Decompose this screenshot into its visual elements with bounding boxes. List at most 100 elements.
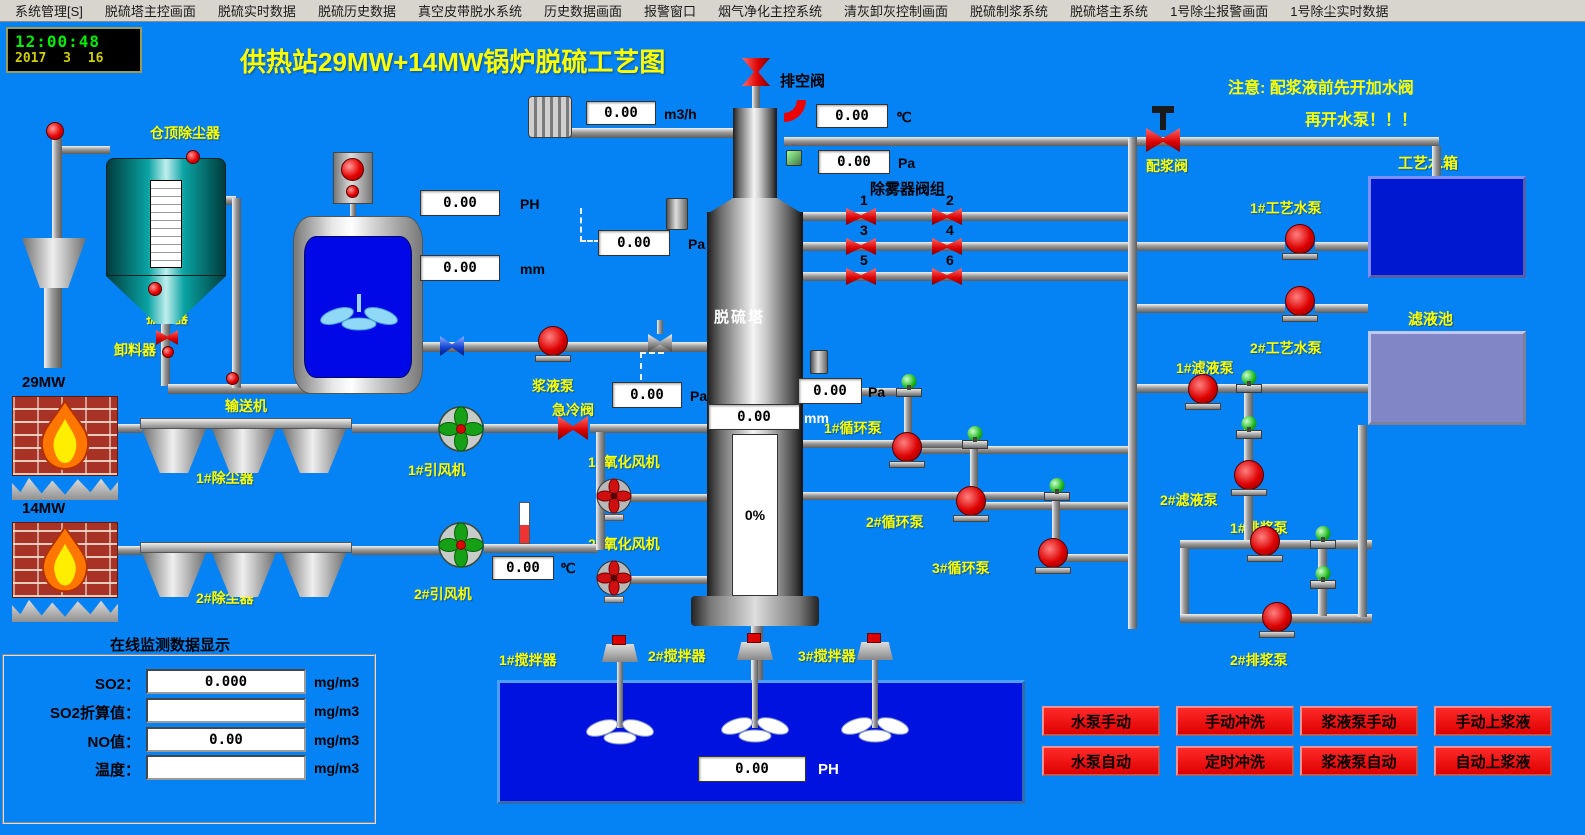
menu-history-screen[interactable]: 历史数据画面	[543, 4, 622, 19]
agitator-1-motor[interactable]	[602, 644, 638, 662]
pump-manual-button[interactable]: 水泵手动	[1042, 706, 1160, 736]
label-fan1: 1#引风机	[408, 462, 466, 478]
circ-valve-3-icon[interactable]	[1044, 492, 1070, 501]
menu-vacuum-belt[interactable]: 真空皮带脱水系统	[417, 4, 522, 19]
tower-level-mm-value[interactable]: 0.00	[708, 404, 800, 430]
monitor-row-unit: mg/m3	[314, 703, 360, 719]
monitor-so2-input[interactable]: 0.000	[146, 669, 306, 694]
pipe	[62, 146, 110, 154]
oxidation-fan-2-icon[interactable]	[596, 560, 632, 601]
slurry-pump-manual-button[interactable]: 浆液泵手动	[1300, 706, 1418, 736]
induced-fan-2-icon[interactable]	[438, 522, 484, 573]
pipe	[1180, 548, 1189, 618]
pressure-a-value[interactable]: 0.00	[598, 230, 670, 256]
label-demister-2: 2	[946, 192, 954, 208]
menu-history-data[interactable]: 脱硫历史数据	[317, 4, 396, 19]
clock-panel: 12:00:48 2017 3 16	[6, 27, 142, 73]
outlet-temp-unit: ℃	[896, 109, 912, 125]
menu-tower-system[interactable]: 脱硫塔主系统	[1070, 4, 1149, 19]
pressure-c-value[interactable]: 0.00	[798, 378, 862, 404]
label-demister-6: 6	[946, 252, 954, 268]
agitator-3-motor[interactable]	[857, 642, 893, 660]
menu-bar: 系统管理[S] 脱硫塔主控画面 脱硫实时数据 脱硫历史数据 真空皮带脱水系统 历…	[0, 0, 1585, 22]
circ-valve-2-icon[interactable]	[962, 440, 988, 449]
demister-valve-2-icon[interactable]	[932, 208, 962, 225]
pipe	[803, 440, 973, 448]
tower-inlet-valve-icon[interactable]	[648, 334, 672, 352]
monitor-so2-converted-input[interactable]	[146, 698, 306, 723]
menu-dust1-realtime[interactable]: 1号除尘实时数据	[1290, 4, 1389, 19]
valve-stem	[657, 320, 663, 334]
pipe	[1432, 146, 1441, 178]
flue-temp-value[interactable]: 0.00	[492, 556, 554, 580]
drain-valve-2-icon[interactable]	[1310, 580, 1336, 589]
demister-valve-6-icon[interactable]	[932, 268, 962, 285]
demister-valve-3-icon[interactable]	[846, 238, 876, 255]
discharger-valve-icon[interactable]	[156, 330, 178, 345]
pipe	[922, 446, 1128, 454]
slurry-pump-auto-button[interactable]: 浆液泵自动	[1300, 746, 1418, 776]
oxidation-fan-1-icon[interactable]	[596, 478, 632, 519]
pipe	[630, 576, 708, 584]
outlet-flow-value[interactable]: 0.00	[586, 101, 656, 125]
silo-cone	[106, 276, 226, 324]
oxidation-fan-2-base	[604, 596, 624, 603]
conveyor-indicator	[226, 372, 239, 385]
outlet-blower-icon[interactable]	[528, 96, 572, 138]
notice-line2: 再开水泵！！！	[1305, 112, 1418, 129]
monitor-row-unit: mg/m3	[314, 674, 360, 690]
label-boiler-14mw: 14MW	[22, 500, 66, 517]
label-demister-group: 除雾器阀组	[870, 181, 946, 198]
agitator-2-cap	[747, 633, 761, 643]
menu-realtime-data[interactable]: 脱硫实时数据	[217, 4, 296, 19]
induced-fan-1-icon[interactable]	[438, 406, 484, 457]
outlet-pressure-unit: Pa	[898, 155, 916, 171]
pipe	[803, 492, 1055, 500]
pool-ph-value[interactable]: 0.00	[698, 756, 806, 782]
pump-auto-button[interactable]: 水泵自动	[1042, 746, 1160, 776]
label-slurry-pump: 浆液泵	[532, 378, 574, 394]
demister-valve-5-icon[interactable]	[846, 268, 876, 285]
menu-alarm-window[interactable]: 报警窗口	[643, 4, 696, 19]
circ-valve-1-icon[interactable]	[896, 388, 922, 397]
demister-valve-1-icon[interactable]	[846, 208, 876, 225]
tank-outlet-valve-icon[interactable]	[440, 336, 464, 356]
filtrate-pool	[1368, 331, 1526, 425]
page-title: 供热站29MW+14MW锅炉脱硫工艺图	[240, 47, 666, 77]
filtrate-valve-2-icon[interactable]	[1236, 430, 1262, 439]
menu-tower-main[interactable]: 脱硫塔主控画面	[104, 4, 196, 19]
pipe	[630, 494, 708, 502]
timed-flush-button[interactable]: 定时冲洗	[1176, 746, 1294, 776]
tank-ph-value[interactable]: 0.00	[420, 190, 500, 216]
pressure-sensor-icon	[810, 350, 828, 374]
menu-slurry-system[interactable]: 脱硫制浆系统	[970, 4, 1049, 19]
pressure-b-value[interactable]: 0.00	[612, 382, 682, 408]
label-quench-valve: 急冷阀	[552, 402, 594, 418]
monitor-no-input[interactable]: 0.00	[146, 727, 306, 752]
outlet-temp-value[interactable]: 0.00	[816, 104, 888, 128]
tank-level-value[interactable]: 0.00	[420, 255, 500, 281]
clock-date: 2017 3 16	[15, 51, 104, 66]
mix-valve-icon[interactable]	[1146, 128, 1180, 152]
pipe	[118, 546, 142, 555]
filtrate-valve-1-icon[interactable]	[1236, 384, 1262, 393]
menu-dust1-alarm[interactable]: 1号除尘报警画面	[1170, 4, 1269, 19]
pipe	[232, 198, 241, 388]
manual-flush-button[interactable]: 手动冲洗	[1176, 706, 1294, 736]
agitator-1-cap	[612, 635, 626, 645]
monitor-row-label: 温度：	[94, 762, 140, 779]
demister-valve-4-icon[interactable]	[932, 238, 962, 255]
menu-system-manage[interactable]: 系统管理[S]	[15, 4, 83, 19]
menu-ash-control[interactable]: 清灰卸灰控制画面	[844, 4, 949, 19]
auto-feed-slurry-button[interactable]: 自动上浆液	[1434, 746, 1552, 776]
outlet-pressure-value[interactable]: 0.00	[818, 150, 890, 174]
agitator-2-motor[interactable]	[737, 642, 773, 660]
silo-dust-collector	[106, 158, 226, 324]
dust-collector-1-duct	[140, 418, 352, 429]
drain-valve-1-icon[interactable]	[1310, 540, 1336, 549]
monitor-temp-input[interactable]	[146, 755, 306, 780]
menu-gas-purify[interactable]: 烟气净化主控系统	[718, 4, 823, 19]
manual-feed-slurry-button[interactable]: 手动上浆液	[1434, 706, 1552, 736]
vent-valve-icon[interactable]	[742, 58, 770, 86]
